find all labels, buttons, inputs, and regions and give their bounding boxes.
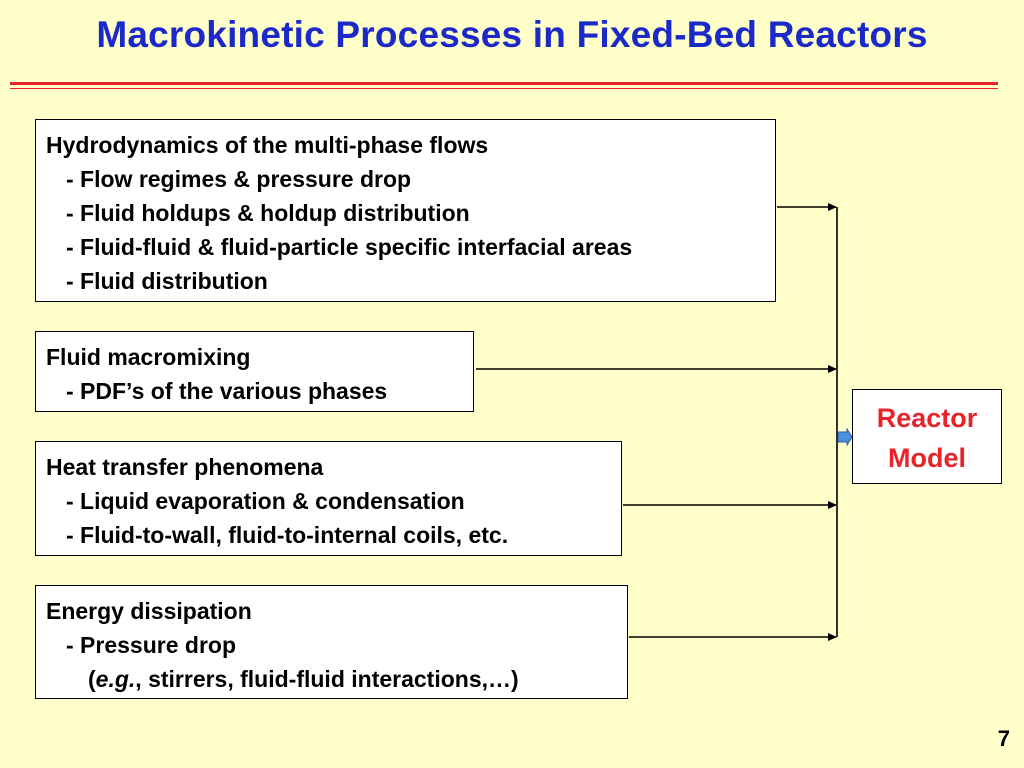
reactor-model-line1: Reactor [876,403,978,433]
hydrodynamics-item: - Fluid distribution [66,268,268,294]
energy-example-open: ( [88,666,96,692]
page-number: 7 [997,726,1010,751]
reactor-model-box: Reactor Model [852,389,1002,484]
title-underline-thick [10,82,998,85]
macromixing-heading: Fluid macromixing [46,344,251,370]
energy-heading: Energy dissipation [46,598,252,624]
heat-transfer-box: Heat transfer phenomena - Liquid evapora… [35,441,622,556]
hydrodynamics-item: - Fluid holdups & holdup distribution [66,200,470,226]
slide-title: Macrokinetic Processes in Fixed-Bed Reac… [96,14,928,55]
macromixing-item: - PDF’s of the various phases [66,378,388,404]
hydrodynamics-box: Hydrodynamics of the multi-phase flows -… [35,119,776,302]
heat-transfer-heading: Heat transfer phenomena [46,454,324,480]
title-underline-thin [10,88,998,89]
reactor-model-line2: Model [888,443,966,473]
energy-example-italic: e.g. [95,666,136,692]
hydrodynamics-item: - Flow regimes & pressure drop [66,166,412,192]
hydrodynamics-item: - Fluid-fluid & fluid-particle specific … [66,234,633,260]
hydrodynamics-heading: Hydrodynamics of the multi-phase flows [46,132,489,158]
energy-dissipation-box: Energy dissipation - Pressure drop (e.g.… [35,585,628,699]
energy-example: (e.g., stirrers, fluid-fluid interaction… [46,662,627,696]
energy-example-rest: , stirrers, fluid-fluid interactions,…) [135,666,519,692]
energy-item: - Pressure drop [66,632,236,658]
heat-transfer-item: - Fluid-to-wall, fluid-to-internal coils… [66,522,509,548]
merge-arrow [837,427,853,447]
macromixing-box: Fluid macromixing - PDF’s of the various… [35,331,474,412]
heat-transfer-item: - Liquid evaporation & condensation [66,488,465,514]
